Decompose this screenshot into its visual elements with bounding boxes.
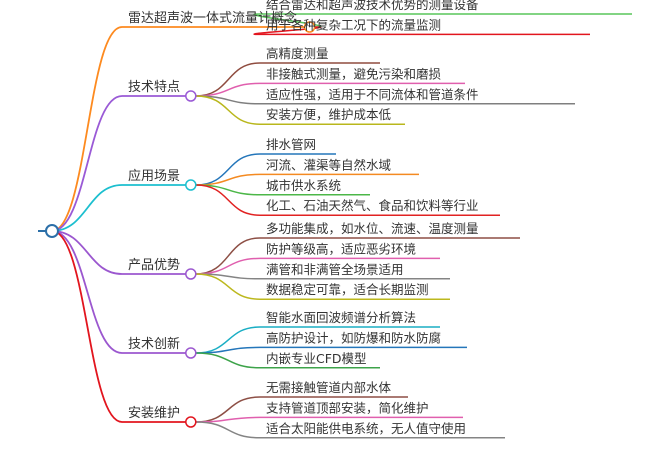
branch-toggle-circle[interactable] (185, 347, 197, 359)
leaf-label: 防护等级高，适应恶劣环境 (266, 241, 416, 256)
leaf-label: 无需接触管道内部水体 (266, 380, 392, 395)
leaf-connector (195, 184, 261, 216)
branch-connector (51, 230, 123, 354)
leaf-connector (195, 416, 261, 423)
branch-label: 技术创新 (128, 336, 180, 352)
leaf-connector (195, 326, 261, 354)
branch-connector (51, 230, 123, 275)
branch-label: 雷达超声波一体式流量计概念 (128, 10, 297, 26)
leaf-label: 数据稳定可靠，适合长期监测 (266, 282, 429, 297)
branch-toggle-circle[interactable] (185, 90, 197, 102)
root-node-circle[interactable] (45, 224, 59, 238)
branch-connector (51, 95, 123, 232)
leaf-connector (195, 273, 261, 300)
leaf-connector (195, 346, 261, 354)
leaf-label: 智能水面回波频谱分析算法 (266, 310, 416, 325)
leaf-label: 多功能集成，如水位、流速、温度测量 (266, 221, 479, 236)
branch-connector (51, 230, 123, 423)
leaf-connector (195, 95, 261, 125)
leaf-connector (195, 257, 261, 275)
mindmap-nodes: 雷达超声波一体式流量计概念结合雷达和超声波技术优势的测量设备用于各种复杂工况下的… (45, 0, 479, 436)
leaf-connector (253, 26, 322, 36)
leaf-connector (195, 421, 261, 439)
leaf-label: 用于各种复杂工况下的流量监测 (266, 17, 441, 32)
leaf-connector (195, 352, 261, 369)
leaf-label: 高精度测量 (266, 46, 329, 61)
leaf-connector (253, 13, 322, 28)
branch-label: 技术特点 (128, 80, 180, 95)
branch-connector (51, 184, 123, 232)
leaf-label: 城市供水系统 (266, 178, 341, 193)
leaf-label: 非接触式测量，避免污染和磨损 (266, 66, 442, 81)
leaf-label: 排水管网 (266, 137, 316, 152)
branch-label: 安装维护 (128, 406, 180, 421)
branch-toggle-circle[interactable] (185, 416, 197, 428)
connector-lines (38, 13, 632, 439)
branch-toggle-circle[interactable] (303, 21, 316, 33)
leaf-label: 结合雷达和超声波技术优势的测量设备 (266, 0, 479, 12)
branch-connector (51, 26, 123, 232)
leaf-label: 支持管道顶部安装，简化维护 (266, 400, 429, 415)
leaf-connector (195, 62, 261, 97)
leaf-connector (195, 82, 261, 97)
leaf-label: 内嵌专业CFD模型 (266, 351, 367, 366)
leaf-label: 适合太阳能供电系统，无人值守使用 (266, 421, 466, 436)
branch-toggle-circle[interactable] (185, 268, 197, 280)
leaf-label: 高防护设计，如防爆和防水防腐 (266, 330, 441, 345)
leaf-label: 满管和非满管全场景适用 (266, 262, 404, 277)
leaf-connector (195, 237, 261, 275)
branch-label: 产品优势 (128, 257, 180, 273)
branch-label: 应用场景 (128, 168, 180, 184)
branch-toggle-circle[interactable] (185, 179, 197, 191)
leaf-label: 河流、灌渠等自然水域 (266, 157, 391, 172)
leaf-label: 安装方便，维护成本低 (266, 107, 392, 122)
leaf-label: 适应性强，适用于不同流体和管道条件 (266, 87, 479, 102)
leaf-label: 化工、石油天然气、食品和饮料等行业 (266, 198, 479, 213)
